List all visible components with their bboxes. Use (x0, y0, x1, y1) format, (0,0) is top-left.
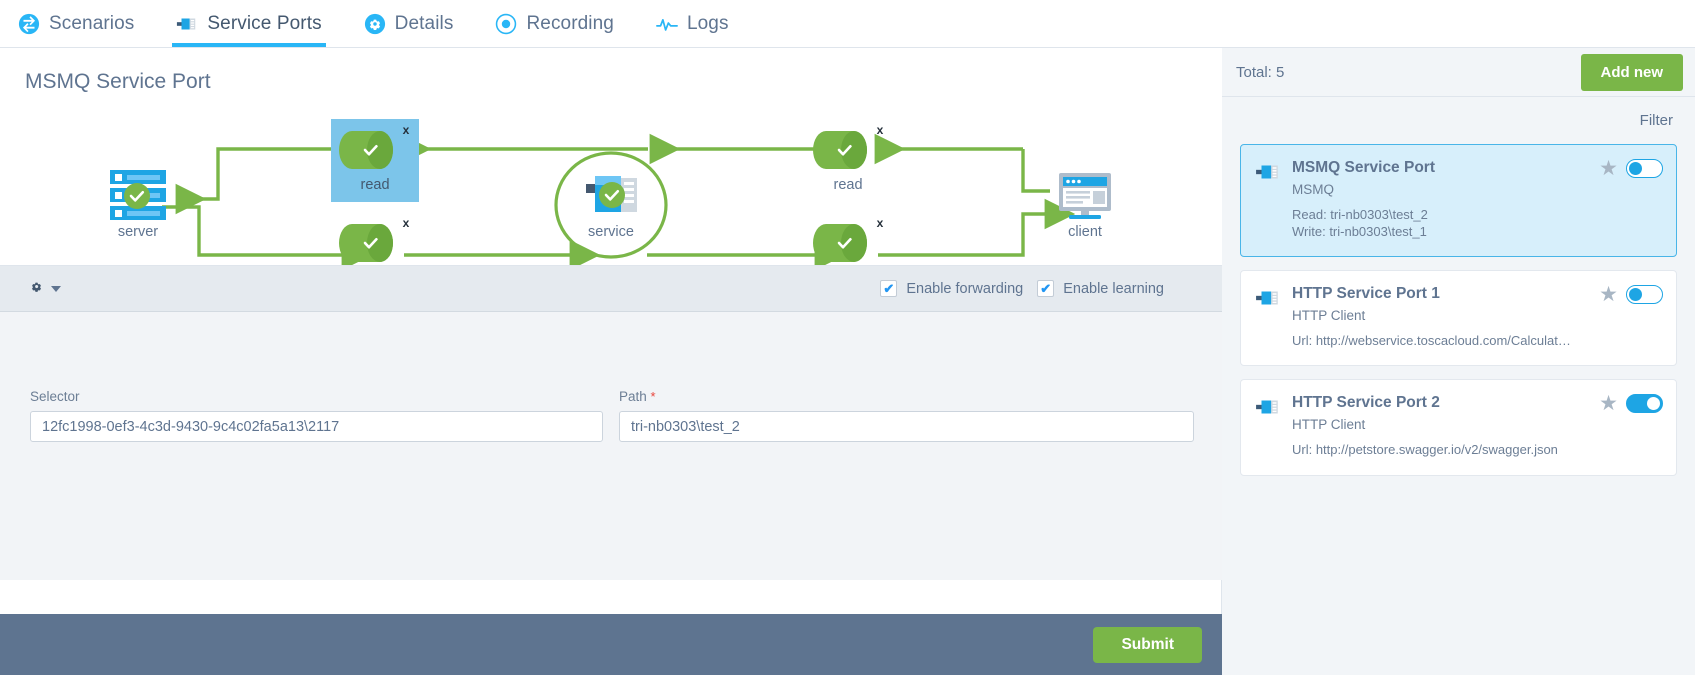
tab-service-ports[interactable]: Service Ports (172, 0, 326, 47)
list-item-meta: Url: http://petstore.swagger.io/v2/swagg… (1292, 441, 1662, 458)
field-path: Path * (619, 389, 1194, 442)
node-client (1059, 173, 1111, 219)
node-label-client: client (1068, 224, 1102, 240)
list-item-meta: Read: tri-nb0303\test_2 Write: tri-nb030… (1292, 206, 1662, 240)
submit-button[interactable]: Submit (1093, 626, 1202, 663)
close-icon-write-right: x (877, 216, 884, 230)
service-port-list: MSMQ Service Port MSMQ Read: tri-nb0303\… (1222, 144, 1695, 476)
tab-label: Recording (526, 12, 614, 34)
field-selector: Selector (30, 389, 603, 442)
node-label-read-right: read (833, 177, 862, 193)
pulse-icon (656, 13, 678, 35)
node-label-service: service (588, 224, 634, 240)
selector-label: Selector (30, 389, 80, 404)
diagram-toolbar: ✔ Enable forwarding ✔ Enable learning (0, 266, 1222, 312)
service-port-icon (1255, 394, 1281, 458)
toggle-knob (1647, 397, 1660, 411)
enable-toggle[interactable] (1626, 285, 1663, 305)
close-icon-write-left: x (403, 216, 410, 230)
list-item-http-service-port-1[interactable]: HTTP Service Port 1 HTTP Client Url: htt… (1240, 270, 1677, 367)
path-input[interactable] (619, 411, 1194, 442)
tab-recording[interactable]: Recording (491, 0, 618, 47)
close-icon-read-left: x (403, 123, 410, 137)
enable-toggle[interactable] (1626, 159, 1663, 178)
list-item-title: HTTP Service Port 1 (1292, 285, 1440, 303)
exchange-icon (18, 13, 40, 35)
star-icon[interactable]: ★ (1599, 283, 1618, 307)
panel-header: Total: 5 Add new (1222, 48, 1695, 97)
tab-logs[interactable]: Logs (652, 0, 733, 47)
node-read-left (339, 131, 393, 169)
settings-dropdown-button[interactable] (26, 276, 61, 302)
close-icon-read-right: x (877, 123, 884, 137)
main-content: MSMQ Service Port (0, 48, 1222, 675)
list-item-subtitle: MSMQ (1292, 182, 1334, 197)
tab-details[interactable]: Details (360, 0, 458, 47)
node-write-right (813, 224, 867, 262)
service-port-icon (1255, 159, 1281, 240)
filter-row: Filter (1222, 97, 1695, 144)
record-icon (495, 13, 517, 35)
checkbox-label: Enable forwarding (906, 280, 1024, 297)
checkbox-enable-learning[interactable]: ✔ Enable learning (1037, 280, 1164, 297)
list-item-title: HTTP Service Port 2 (1292, 394, 1440, 412)
list-item-msmq-service-port[interactable]: MSMQ Service Port MSMQ Read: tri-nb0303\… (1240, 144, 1677, 258)
node-server (110, 170, 166, 220)
filter-button[interactable]: Filter (1639, 112, 1673, 129)
tab-label: Logs (686, 12, 729, 34)
list-item-actions: ★ (1599, 284, 1663, 305)
checkbox-enable-forwarding[interactable]: ✔ Enable forwarding (880, 280, 1023, 297)
tab-label: Details (394, 12, 454, 34)
path-label: Path * (619, 389, 1194, 404)
flow-diagram: server read write service read write cli… (110, 119, 1111, 265)
path-label-text: Path (619, 389, 647, 404)
list-item-subtitle: HTTP Client (1292, 308, 1366, 324)
toolbar-checkboxes: ✔ Enable forwarding ✔ Enable learning (880, 280, 1222, 297)
total-count: Total: 5 (1236, 63, 1285, 81)
required-marker: * (650, 389, 656, 404)
node-service (554, 151, 668, 259)
star-icon[interactable]: ★ (1599, 392, 1618, 416)
tab-label: Service Ports (207, 12, 322, 34)
gear-icon (26, 276, 47, 302)
node-read-right (813, 131, 867, 169)
checkbox-label: Enable learning (1063, 280, 1164, 297)
list-item-actions: ★ (1599, 158, 1663, 179)
list-item-subtitle: HTTP Client (1292, 417, 1366, 433)
selector-input[interactable] (30, 411, 603, 442)
meta-write: Write: tri-nb0303\test_1 (1292, 224, 1427, 240)
star-icon[interactable]: ★ (1599, 157, 1618, 180)
list-item-meta: Url: http://webservice.toscacloud.com/Ca… (1292, 332, 1662, 349)
main-tabbar: Scenarios Service Ports (0, 0, 1695, 48)
list-item-http-service-port-2[interactable]: HTTP Service Port 2 HTTP Client Url: htt… (1240, 379, 1677, 476)
page-title: MSMQ Service Port (25, 70, 211, 93)
toggle-knob (1629, 162, 1642, 175)
meta-url: Url: http://petstore.swagger.io/v2/swagg… (1292, 442, 1558, 458)
node-label-read-left: read (360, 177, 389, 193)
node-label-server: server (118, 224, 158, 240)
tab-label: Scenarios (49, 12, 135, 34)
service-ports-panel: Total: 5 Add new Filter (1222, 48, 1695, 675)
list-item-actions: ★ (1599, 393, 1663, 414)
meta-read: Read: tri-nb0303\test_2 (1292, 207, 1428, 222)
node-write-left (339, 224, 393, 262)
checkbox-mark: ✔ (880, 280, 898, 297)
list-item-title: MSMQ Service Port (1292, 159, 1435, 176)
tab-scenarios[interactable]: Scenarios (14, 0, 138, 47)
service-port-form: Selector Path * (0, 312, 1222, 580)
service-port-icon (176, 13, 198, 35)
meta-url: Url: http://webservice.toscacloud.com/Ca… (1292, 333, 1571, 349)
checkbox-mark: ✔ (1037, 280, 1055, 297)
service-port-diagram-canvas[interactable]: MSMQ Service Port (0, 48, 1222, 266)
add-new-button[interactable]: Add new (1580, 53, 1683, 91)
chevron-down-icon (51, 285, 61, 292)
enable-toggle[interactable] (1626, 394, 1663, 414)
toggle-knob (1629, 288, 1642, 302)
service-port-icon (1255, 285, 1281, 349)
form-footer: Submit (0, 614, 1222, 675)
gear-circle-icon (364, 13, 386, 35)
